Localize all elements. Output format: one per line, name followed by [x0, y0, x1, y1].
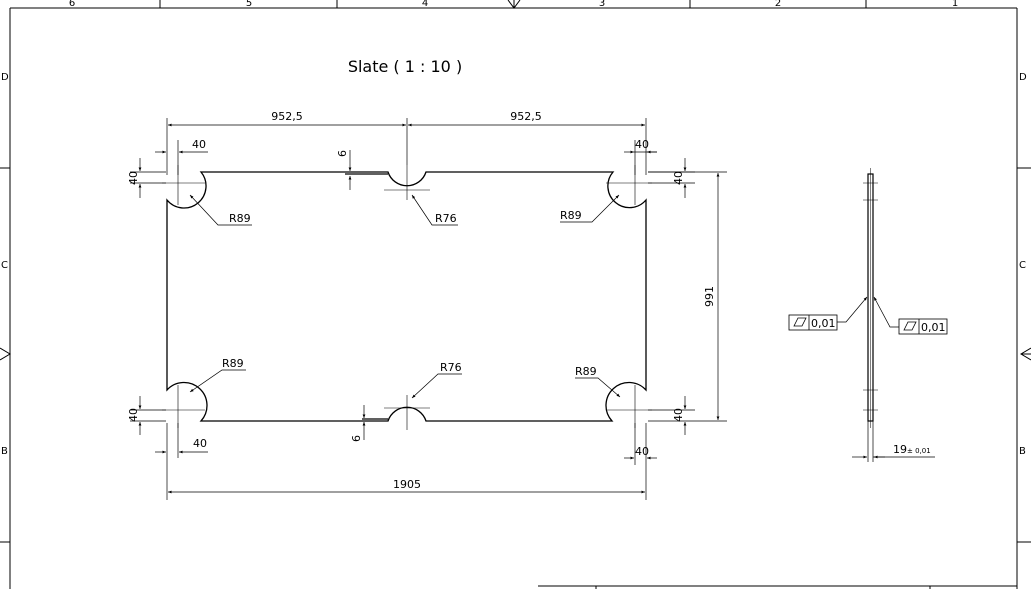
dim-corner-bl-vert: 40 — [127, 408, 140, 422]
dim-radius-bottom-mid: R76 — [440, 361, 462, 374]
zone-top-2: 2 — [775, 0, 781, 9]
zone-left-B: B — [1, 446, 8, 457]
dim-corner-br-vert: 40 — [672, 408, 685, 422]
dim-corner-tl-vert: 40 — [127, 171, 140, 185]
zone-right-D: D — [1019, 72, 1027, 83]
slate-outline — [166, 171, 647, 422]
zone-left-D: D — [1, 72, 9, 83]
dim-height-total: 991 — [703, 286, 716, 307]
zone-right-C: C — [1019, 260, 1026, 271]
dim-top-half-left: 952,5 — [271, 110, 303, 123]
zone-top-6: 6 — [69, 0, 75, 9]
dim-corner-tr-vert: 40 — [672, 171, 685, 185]
flatness-right-value: 0,01 — [921, 321, 946, 334]
view-title: Slate ( 1 : 10 ) — [348, 57, 462, 76]
dim-corner-bl-horiz: 40 — [193, 437, 207, 450]
zone-top-4: 4 — [422, 0, 428, 9]
zone-top-1: 1 — [952, 0, 958, 9]
dim-top-half-right: 952,5 — [510, 110, 542, 123]
dim-radius-bl: R89 — [222, 357, 244, 370]
dim-corner-tl-horiz: 40 — [192, 138, 206, 151]
dim-radius-tl: R89 — [229, 212, 251, 225]
dim-radius-top-mid: R76 — [435, 212, 457, 225]
dim-width-total: 1905 — [393, 478, 421, 491]
thickness-tolerance: ± 0,01 — [907, 447, 931, 455]
side-view — [837, 168, 935, 462]
zone-left-C: C — [1, 260, 8, 271]
dim-corner-br-horiz: 40 — [635, 445, 649, 458]
dim-radius-tr: R89 — [560, 209, 582, 222]
flatness-callout-left: 0,01 — [788, 314, 838, 331]
dim-notch-bottom-depth: 6 — [350, 435, 363, 442]
zone-top-5: 5 — [246, 0, 252, 9]
dim-corner-tr-horiz: 40 — [635, 138, 649, 151]
flatness-icon — [793, 317, 807, 327]
flatness-callout-right: 0,01 — [898, 318, 948, 335]
zone-right-B: B — [1019, 446, 1026, 457]
flatness-left-value: 0,01 — [811, 317, 836, 330]
thickness-value: 19 — [893, 443, 907, 456]
centerlines — [162, 165, 652, 430]
zone-top-3: 3 — [599, 0, 605, 9]
dim-notch-top-depth: 6 — [336, 150, 349, 157]
dim-radius-br: R89 — [575, 365, 597, 378]
flatness-icon — [903, 321, 917, 331]
